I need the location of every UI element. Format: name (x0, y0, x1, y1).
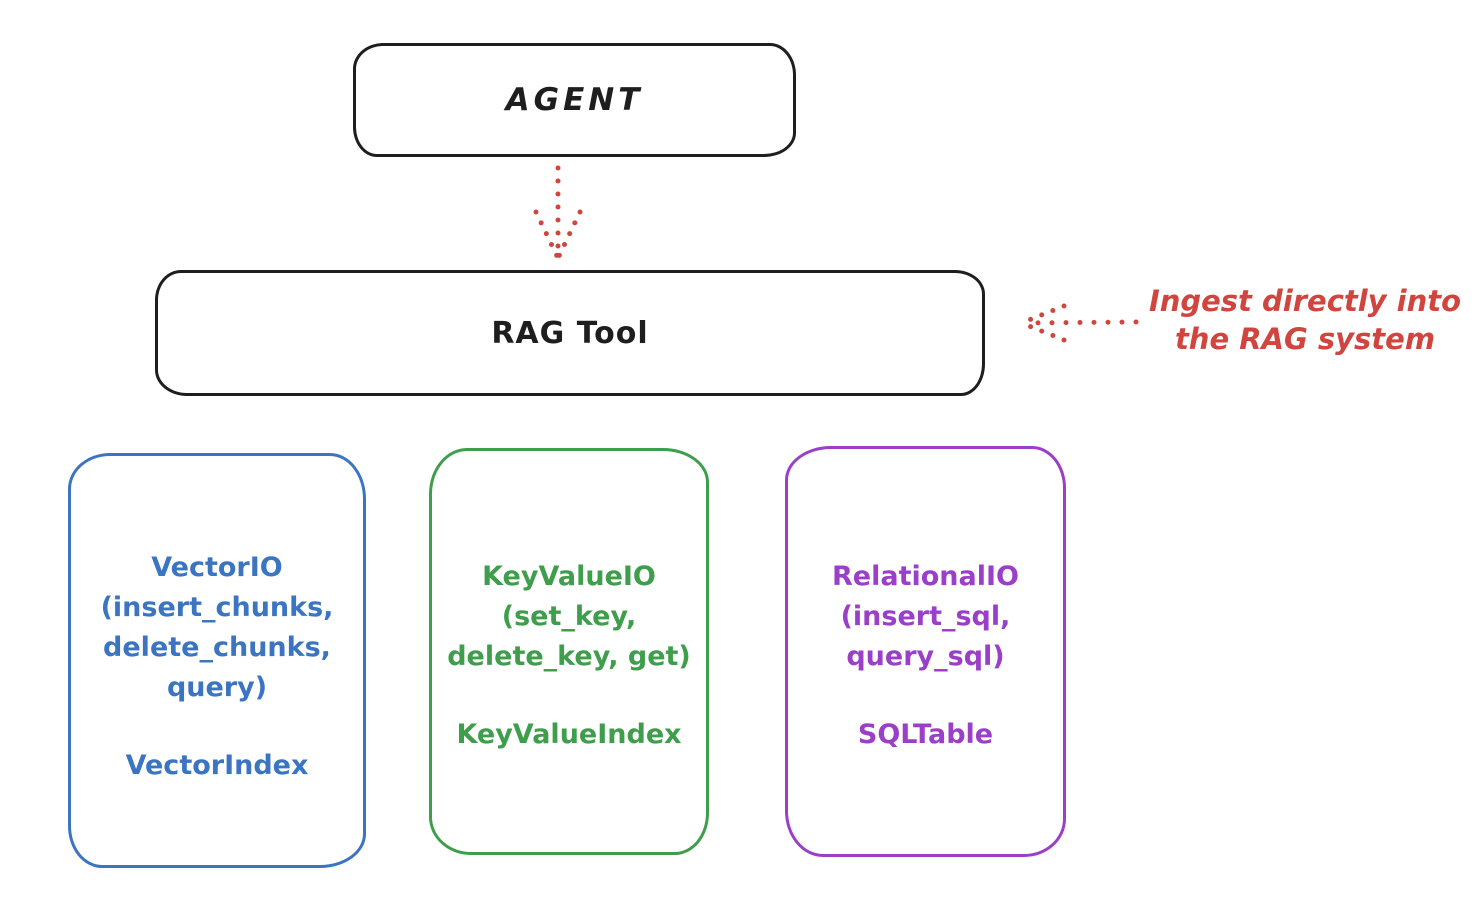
io-box-text-line: query) (166, 672, 268, 703)
io-box-text-line: (set_key, (501, 601, 637, 632)
rag-tool-node: RAG Tool (155, 270, 985, 396)
rag-tool-node-label: RAG Tool (491, 315, 649, 351)
relational-io-node: RelationalIO (insert_sql, query_sql) SQLTa… (785, 446, 1066, 857)
io-box-text-line: KeyValueIO (482, 561, 656, 592)
ingest-annotation-line2: the RAG system (1174, 322, 1436, 356)
agent-to-rag-tool-arrow (533, 165, 583, 261)
io-box-text-line: VectorIO (151, 552, 283, 583)
agent-node: AGENT (353, 43, 796, 157)
io-box-text-line: RelationalIO (832, 561, 1019, 592)
io-box-text-line: delete_key, get) (447, 641, 691, 672)
keyvalue-io-index-label: KeyValueIndex (456, 719, 682, 750)
io-box-text-line: (insert_chunks, (100, 592, 334, 623)
ingest-annotation-line1: Ingest directly into (1148, 284, 1462, 318)
keyvalue-io-title: KeyValueIO (set_key, delete_key, get) (447, 557, 691, 677)
io-box-text-line: query_sql) (846, 641, 1005, 672)
annotation-to-rag-tool-arrow (1021, 303, 1139, 343)
keyvalue-io-node: KeyValueIO (set_key, delete_key, get) KeyV… (429, 448, 709, 855)
agent-node-label: AGENT (505, 82, 644, 118)
relational-io-title: RelationalIO (insert_sql, query_sql) (832, 557, 1019, 677)
ingest-annotation: Ingest directly into the RAG system (1140, 282, 1470, 358)
vector-io-title: VectorIO (insert_chunks, delete_chunks,que… (101, 548, 334, 708)
io-box-text-line: (insert_sql, (840, 601, 1011, 632)
vector-io-index-label: VectorIndex (125, 750, 309, 781)
relational-io-index-label: SQLTable (857, 719, 994, 750)
vector-io-node: VectorIO (insert_chunks, delete_chunks,que… (68, 453, 366, 868)
io-box-text-line: delete_chunks, (103, 632, 331, 663)
